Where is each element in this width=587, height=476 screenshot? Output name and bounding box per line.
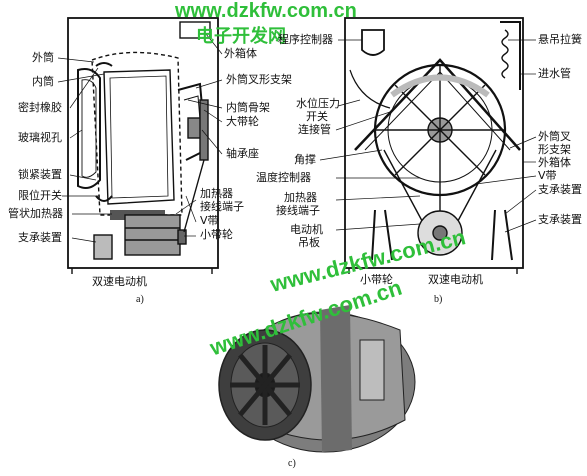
watermark-top-cn: 电子开发网 [196,26,286,46]
caption-b: b) [434,294,443,305]
label-small-pulley-b: 小带轮 [360,273,393,286]
label-tube-heater: 管状加热器 [8,207,63,220]
figure-c-motor-photo [218,305,416,453]
label-motor-hanger-2: 吊板 [298,236,320,249]
label-small-pulley-a: 小带轮 [200,228,233,241]
label-v-belt-a: V带 [200,214,219,227]
caption-c: c) [288,458,296,469]
label-outer-tub: 外筒 [32,51,54,64]
figure-a-drawing [57,17,223,274]
watermark-top-url: www.dzkfw.com.cn [175,0,357,22]
label-outer-tub-bracket-a: 外筒叉形支架 [226,73,292,86]
caption-a: a) [136,294,144,305]
label-corner-brace: 角撑 [294,153,316,166]
label-heater-b: 加热器 [284,191,317,204]
label-lock-device: 锁紧装置 [18,168,62,181]
label-glass-window: 玻璃视孔 [18,131,62,144]
label-cabinet-a: 外箱体 [224,47,257,60]
label-bearing-seat: 轴承座 [226,147,259,160]
label-heater-terminal-b: 接线端子 [276,204,320,217]
label-heater-terminal-a: 接线端子 [200,200,244,213]
label-support-b1: 支承装置 [538,183,582,196]
label-motor-hanger: 电动机 [290,223,323,236]
label-support-a: 支承装置 [18,231,62,244]
label-motor-a: 双速电动机 [92,275,147,288]
label-v-belt-b: V带 [538,169,557,182]
label-water-pressure-switch-2: 开关 [306,110,328,123]
label-cabinet-b: 外箱体 [538,156,571,169]
label-limit-switch: 限位开关 [18,189,62,202]
label-inner-tub: 内筒 [32,75,54,88]
label-connect-pipe: 连接管 [298,123,331,136]
label-motor-b: 双速电动机 [428,273,483,286]
label-big-pulley: 大带轮 [226,115,259,128]
label-water-pressure-switch: 水位压力 [296,97,340,110]
label-suspension-spring: 悬吊拉簧 [538,33,582,46]
label-outer-bracket-b: 外筒叉 [538,130,571,143]
label-seal-rubber: 密封橡胶 [18,101,62,114]
figure-b-drawing [319,17,537,274]
label-support-b2: 支承装置 [538,213,582,226]
label-program-controller: 程序控制器 [278,33,333,46]
label-outer-bracket-b-2: 形支架 [538,143,571,156]
label-inlet-pipe: 进水管 [538,67,571,80]
label-temp-controller: 温度控制器 [256,171,311,184]
label-inner-tub-frame: 内筒骨架 [226,101,270,114]
label-heater-a: 加热器 [200,187,233,200]
